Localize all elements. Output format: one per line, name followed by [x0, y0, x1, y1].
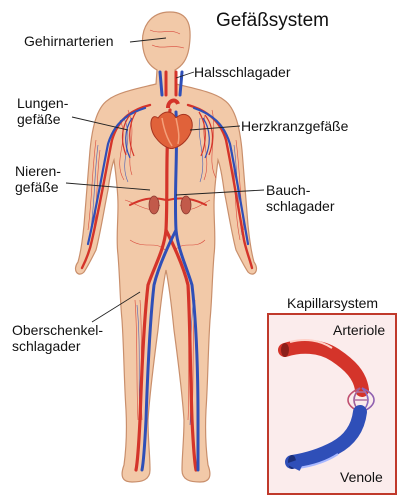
label-ober-line2: schlagader [12, 338, 103, 354]
label-venole: Venole [340, 469, 383, 485]
label-lungen-line2: gefäße [17, 111, 68, 127]
label-bauch-line2: schlagader [266, 198, 335, 214]
page-title: Gefäßsystem [216, 10, 329, 32]
label-nieren-line2: gefäße [15, 179, 61, 195]
label-nieren-line1: Nieren- [15, 163, 61, 179]
label-herzkranzgefaesse: Herzkranzgefäße [241, 118, 348, 134]
label-arteriole: Arteriole [333, 322, 385, 338]
label-lungengefaesse: Lungen- gefäße [17, 95, 68, 127]
label-bauchschlagader: Bauch- schlagader [266, 182, 335, 214]
inset-title: Kapillarsystem [287, 295, 378, 311]
label-nierengefaesse: Nieren- gefäße [15, 163, 61, 195]
label-ober-line1: Oberschenkel- [12, 322, 103, 338]
label-lungen-line1: Lungen- [17, 95, 68, 111]
label-halsschlagader: Halsschlagader [194, 64, 291, 80]
label-oberschenkelschlagader: Oberschenkel- schlagader [12, 322, 103, 354]
label-gehirnarterien: Gehirnarterien [24, 33, 114, 49]
leader-line-halsschlagader [176, 72, 194, 78]
label-bauch-line1: Bauch- [266, 182, 335, 198]
capillary-inset [268, 314, 396, 494]
